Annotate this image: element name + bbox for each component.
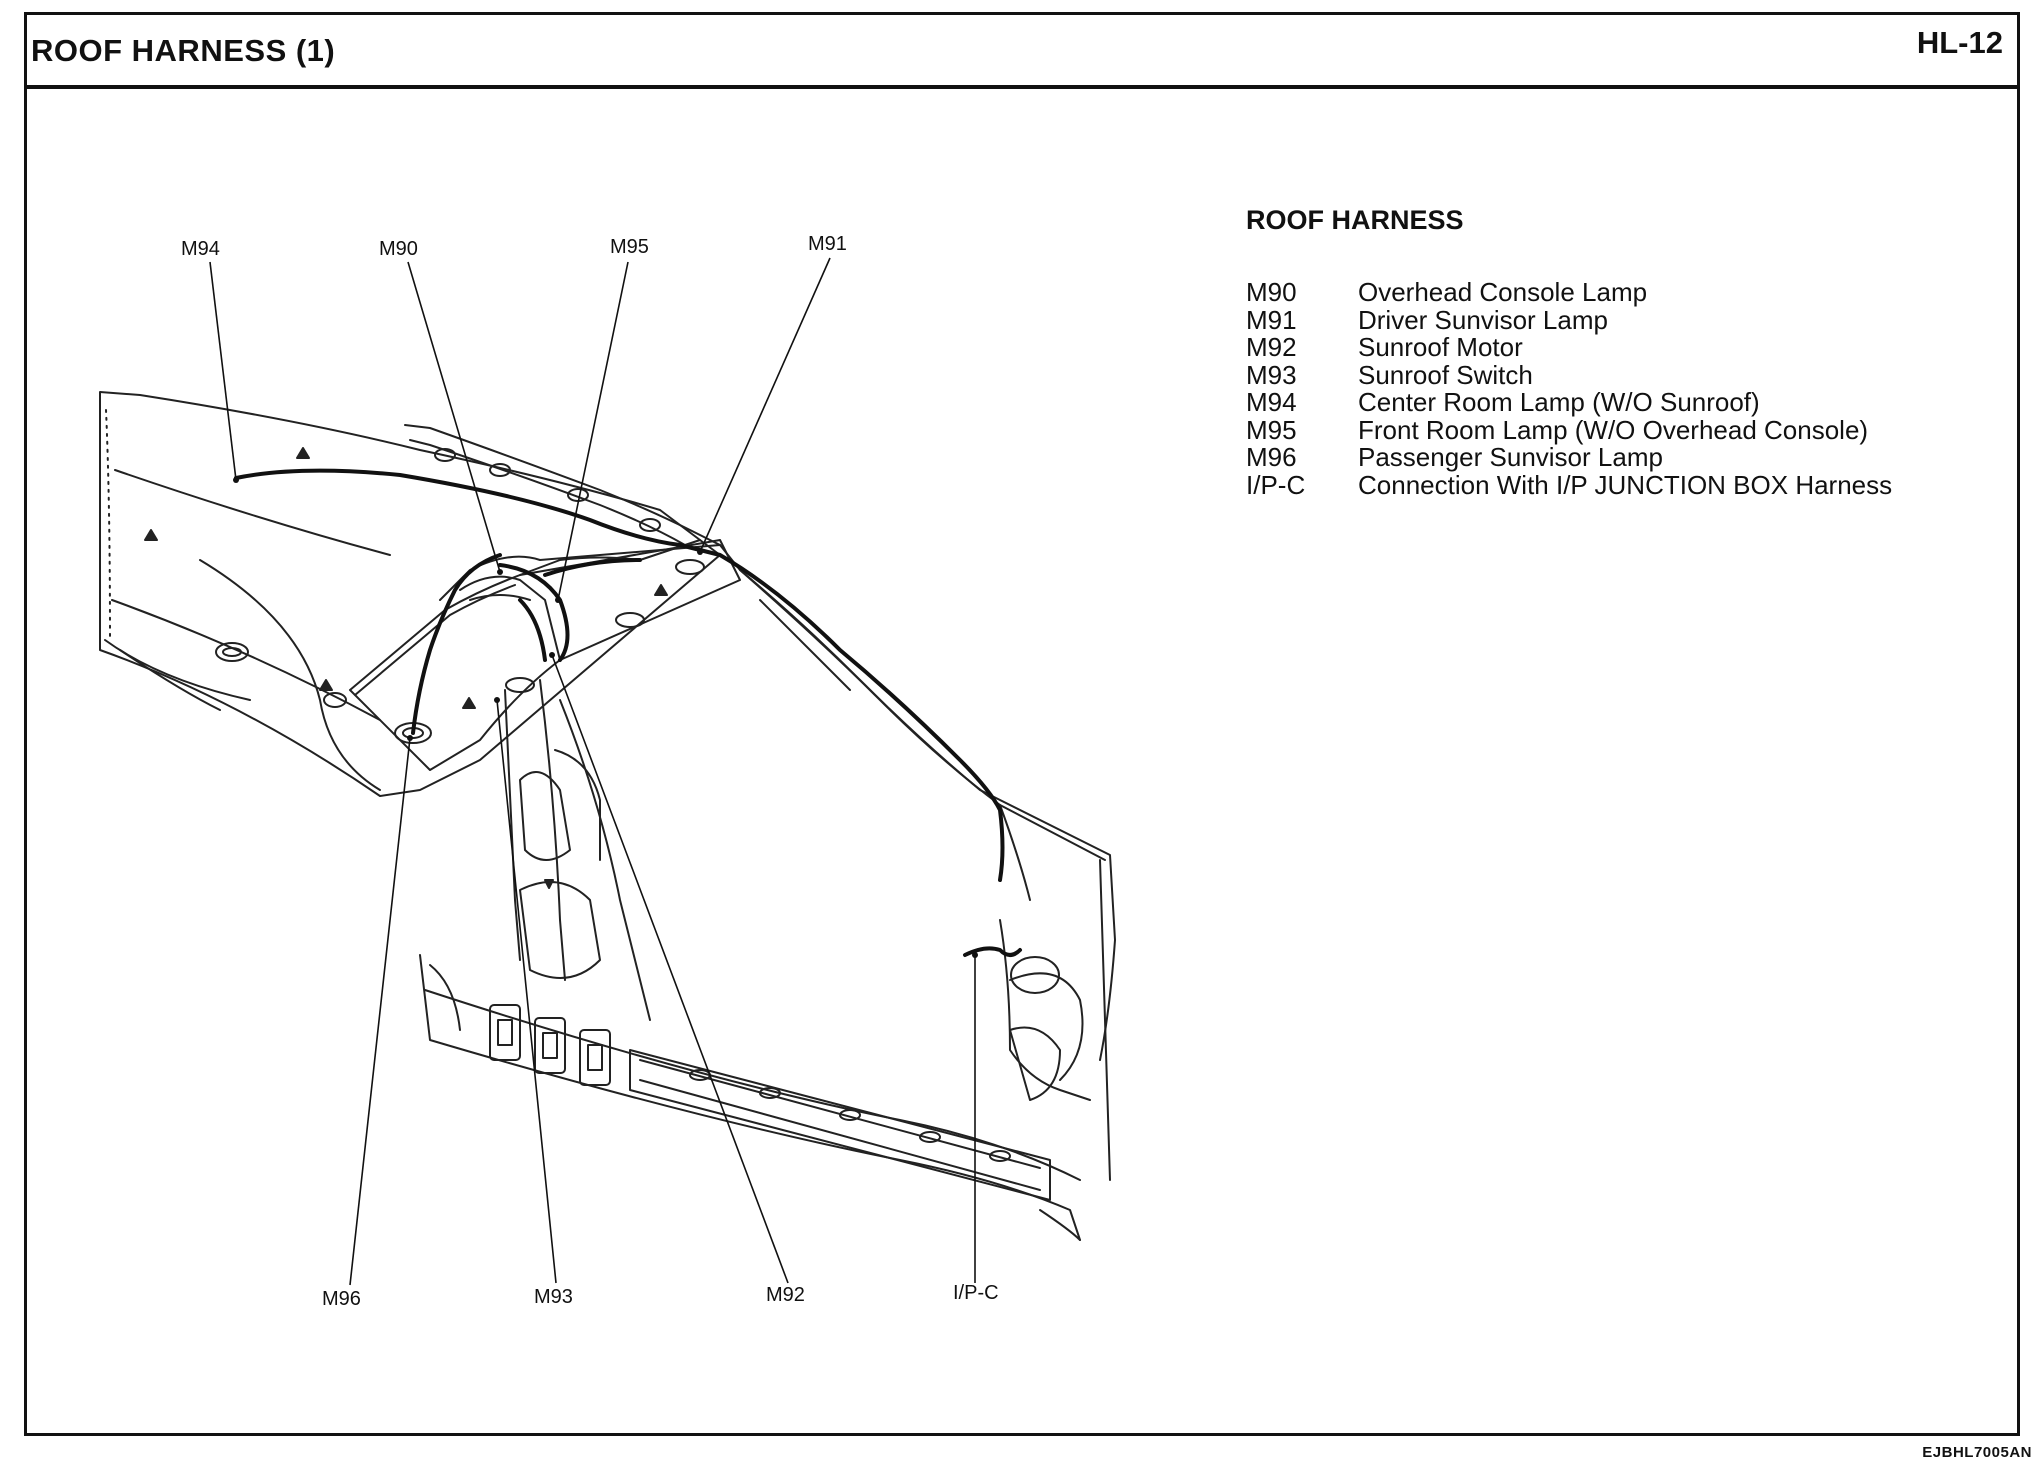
roof-rail	[404, 424, 721, 546]
leader-m94	[209, 261, 237, 481]
legend-code: M91	[1246, 304, 1297, 335]
callout-m94: M94	[181, 238, 220, 260]
legend-desc: Connection With I/P JUNCTION BOX Harness	[1358, 469, 1893, 500]
callout-m92: M92	[766, 1284, 805, 1306]
b-pillar	[504, 689, 521, 961]
legend-desc: Sunroof Motor	[1358, 332, 1523, 362]
legend-code: M90	[1246, 277, 1297, 307]
legend-row: M94 Center Room Lamp (W/O Sunroof)	[1246, 387, 1892, 417]
callout-m93: M93	[534, 1286, 573, 1308]
legend-desc: Driver Sunvisor Lamp	[1358, 304, 1608, 335]
legend-desc: Center Room Lamp (W/O Sunroof)	[1358, 387, 1760, 417]
legend-title: ROOF HARNESS	[1246, 205, 1464, 235]
legend-code: M96	[1246, 442, 1297, 472]
sunroof-frame	[349, 539, 741, 771]
legend-row: M95 Front Room Lamp (W/O Overhead Console…	[1246, 414, 1892, 445]
leader-m96	[349, 737, 411, 1286]
legend-code: I/P-C	[1246, 469, 1306, 500]
legend-row: M91 Driver Sunvisor Lamp	[1246, 304, 1892, 335]
leader-m92	[551, 654, 789, 1284]
legend-code: M94	[1246, 387, 1297, 417]
legend-row: M96 Passenger Sunvisor Lamp	[1246, 442, 1892, 472]
callout-ipc: I/P-C	[953, 1282, 999, 1304]
harness-wire-sunroof	[411, 553, 502, 735]
callout-m91: M91	[808, 233, 847, 255]
legend-code: M95	[1246, 414, 1297, 445]
leader-m91	[699, 257, 831, 553]
figure-id: EJBHL7005AN	[1922, 1444, 2032, 1461]
page-frame: ROOF HARNESS (1) HL-12	[24, 12, 2020, 1436]
rocker-panel	[419, 954, 1081, 1241]
leader-m95	[557, 261, 629, 601]
page-title: ROOF HARNESS (1)	[31, 33, 336, 68]
legend-desc: Passenger Sunvisor Lamp	[1358, 442, 1663, 472]
headliner-panel	[99, 391, 721, 797]
legend-code: M92	[1246, 332, 1297, 362]
leader-m93	[496, 699, 557, 1284]
legend-code: M93	[1246, 359, 1297, 390]
callout-m90: M90	[379, 238, 418, 260]
header-bar: ROOF HARNESS (1) HL-12	[27, 15, 2017, 89]
leader-m90	[407, 261, 501, 573]
legend-desc: Front Room Lamp (W/O Overhead Console)	[1358, 414, 1869, 445]
callout-m96: M96	[322, 1288, 361, 1310]
legend-list: M90 Overhead Console Lamp M91 Driver Sunvi…	[1246, 277, 1893, 500]
legend-desc: Sunroof Switch	[1358, 359, 1533, 390]
page-code: HL-12	[1916, 25, 2003, 60]
legend-row: I/P-C Connection With I/P JUNCTION BOX Ha…	[1246, 469, 1893, 500]
legend-row: M93 Sunroof Switch	[1246, 359, 1892, 390]
legend-row: M90 Overhead Console Lamp	[1246, 277, 1892, 307]
legend-desc: Overhead Console Lamp	[1358, 277, 1648, 307]
legend-row: M92 Sunroof Motor	[1246, 332, 1892, 362]
harness-wire-main	[234, 468, 1005, 882]
callout-m95: M95	[610, 236, 649, 258]
